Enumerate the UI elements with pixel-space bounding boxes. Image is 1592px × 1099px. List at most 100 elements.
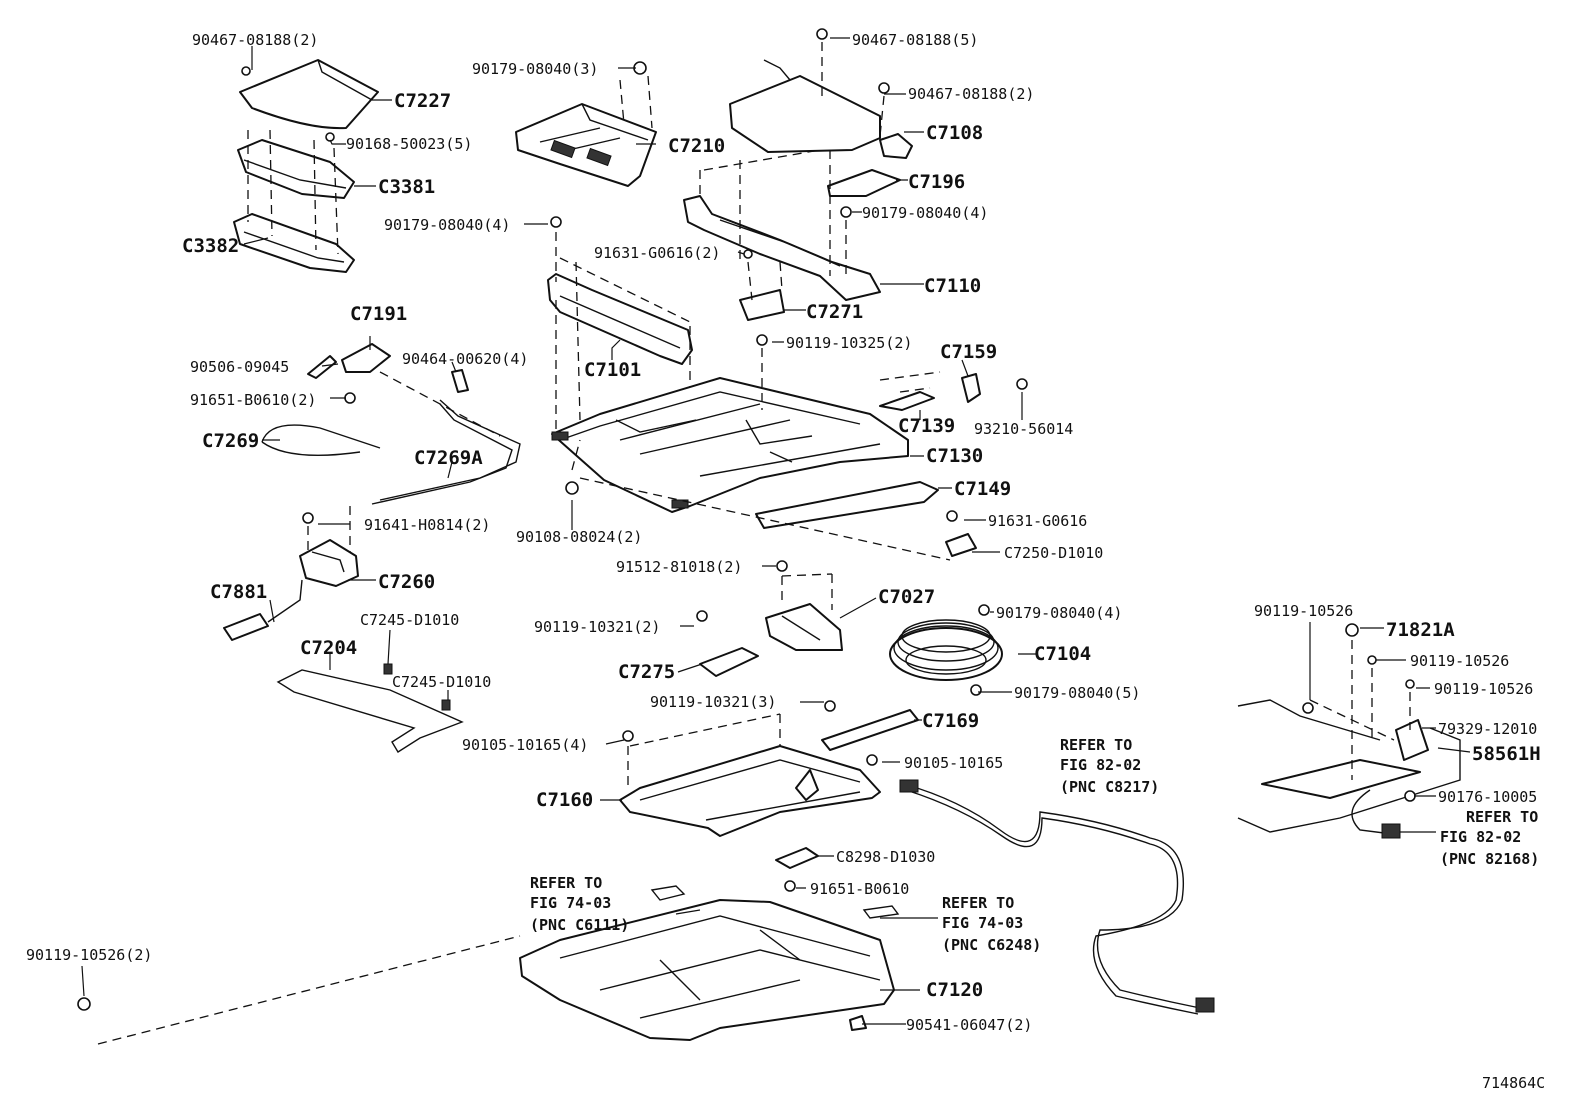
- label-C3381: C3381: [378, 176, 435, 198]
- label-91512-81018-2: 91512-81018(2): [616, 558, 742, 576]
- label-C7269A: C7269A: [414, 447, 483, 469]
- label-91631-G0616: 91631-G0616: [988, 512, 1087, 530]
- wire-harness: [899, 779, 1215, 1015]
- label-91631-G0616-2: 91631-G0616(2): [594, 244, 720, 262]
- label-C7210: C7210: [668, 135, 725, 157]
- track-fasteners: [565, 334, 951, 561]
- frame-long-guide: [77, 935, 521, 1045]
- refer-line-1: REFER TO: [942, 894, 1014, 912]
- leader-lines: [81, 37, 1471, 1025]
- part-C7881-handle: [223, 579, 303, 641]
- label-C7120: C7120: [926, 979, 983, 1001]
- right-inset-assembly: [1237, 623, 1461, 839]
- label-90467-08188-2: 90467-08188(2): [192, 31, 318, 49]
- label-C7227: C7227: [394, 90, 451, 112]
- refer-line-1: REFER TO: [1060, 736, 1132, 754]
- label-91641-H0814-2: 91641-H0814(2): [364, 516, 490, 534]
- part-C3381-trim: [237, 132, 355, 199]
- label-90467-08188-2b: 90467-08188(2): [908, 85, 1034, 103]
- label-C7027: C7027: [878, 586, 935, 608]
- refer-note-C6248: REFER TO FIG 74-03 (PNC C6248): [942, 894, 1041, 954]
- label-90179-08040-4: 90179-08040(4): [384, 216, 510, 234]
- refer-line-3: (PNC 82168): [1440, 850, 1539, 868]
- label-C7104: C7104: [1034, 643, 1091, 665]
- part-C7160-frame: [619, 713, 881, 837]
- part-C7275-bracket: [696, 610, 759, 677]
- label-90108-08024-2: 90108-08024(2): [516, 528, 642, 546]
- label-C7159: C7159: [940, 341, 997, 363]
- part-C7260-mechanism: [299, 512, 359, 587]
- refer-line-2: FIG 82-02: [1440, 828, 1521, 846]
- label-90506-09045: 90506-09045: [190, 358, 289, 376]
- label-91651-B0610-2: 91651-B0610(2): [190, 391, 316, 409]
- label-90179-08040-4b: 90179-08040(4): [862, 204, 988, 222]
- part-C7120-frame: [519, 885, 900, 1041]
- refer-line-1: REFER TO: [1466, 808, 1538, 826]
- refer-line-2: FIG 74-03: [942, 914, 1023, 932]
- part-C7250-bracket: [945, 510, 977, 557]
- label-90119-10526-c: 90119-10526: [1434, 680, 1533, 698]
- part-C7159-C7139-latch: [879, 373, 1028, 411]
- part-C7149-tube: [755, 481, 939, 529]
- refer-line-3: (PNC C6111): [530, 916, 629, 934]
- label-90105-10165-4: 90105-10165(4): [462, 736, 588, 754]
- part-C7110-bracket: [683, 149, 881, 301]
- label-C7108: C7108: [926, 122, 983, 144]
- part-C3382-trim: [233, 213, 355, 273]
- label-91651-B0610: 91651-B0610: [810, 880, 909, 898]
- label-90119-10526-b: 90119-10526: [1410, 652, 1509, 670]
- label-C7204: C7204: [300, 637, 357, 659]
- label-58561H: 58561H: [1472, 743, 1541, 765]
- label-C7160: C7160: [536, 789, 593, 811]
- label-C7271: C7271: [806, 301, 863, 323]
- refer-note-82168: REFER TO FIG 82-02 (PNC 82168): [1440, 808, 1539, 868]
- part-C7027-bracket: [765, 560, 843, 651]
- label-90119-10325-2: 90119-10325(2): [786, 334, 912, 352]
- part-C7130-track: [551, 377, 909, 513]
- label-C7881: C7881: [210, 581, 267, 603]
- label-C7101: C7101: [584, 359, 641, 381]
- label-90179-08040-5: 90179-08040(5): [1014, 684, 1140, 702]
- assembly-guides-topleft: [247, 129, 339, 255]
- label-90176-10005: 90176-10005: [1438, 788, 1537, 806]
- refer-line-2: FIG 82-02: [1060, 756, 1141, 774]
- part-C7108-cover: [729, 28, 913, 159]
- part-C7196-clip: [827, 169, 901, 197]
- figure-id: 714864C: [1482, 1074, 1545, 1092]
- label-90119-10321-3: 90119-10321(3): [650, 693, 776, 711]
- part-C7169-rail: [821, 700, 919, 751]
- label-C3382: C3382: [182, 235, 239, 257]
- refer-line-1: REFER TO: [530, 874, 602, 892]
- label-90179-08040-3: 90179-08040(3): [472, 60, 598, 78]
- part-C7227-cover: [239, 59, 379, 130]
- refer-note-C8217: REFER TO FIG 82-02 (PNC C8217): [1060, 736, 1159, 796]
- part-C7101-bracket: [547, 216, 693, 470]
- part-C7104-spring: [889, 604, 1003, 696]
- label-93210-56014: 93210-56014: [974, 420, 1073, 438]
- refer-line-3: (PNC C6248): [942, 936, 1041, 954]
- label-C7245-D1010b: C7245-D1010: [392, 673, 491, 691]
- refer-line-3: (PNC C8217): [1060, 778, 1159, 796]
- refer-note-C6111: REFER TO FIG 74-03 (PNC C6111): [530, 874, 629, 934]
- callout-labels: 90467-08188(2) C7227 90168-50023(5) C338…: [26, 31, 1541, 1034]
- label-90467-08188-5: 90467-08188(5): [852, 31, 978, 49]
- label-C7191: C7191: [350, 303, 407, 325]
- label-90541-06047-2: 90541-06047(2): [906, 1016, 1032, 1034]
- label-79329-12010: 79329-12010: [1438, 720, 1537, 738]
- label-90119-10526-a: 90119-10526: [1254, 602, 1353, 620]
- label-C7169: C7169: [922, 710, 979, 732]
- part-C7269-cable: [261, 399, 521, 570]
- label-90179-08040-4c: 90179-08040(4): [996, 604, 1122, 622]
- label-C7110: C7110: [924, 275, 981, 297]
- label-C7139: C7139: [898, 415, 955, 437]
- label-C7245-D1010a: C7245-D1010: [360, 611, 459, 629]
- part-C7210-bracket: [515, 61, 657, 187]
- refer-line-2: FIG 74-03: [530, 894, 611, 912]
- label-90105-10165: 90105-10165: [904, 754, 1003, 772]
- label-C7275: C7275: [618, 661, 675, 683]
- label-C7130: C7130: [926, 445, 983, 467]
- label-90119-10321-2: 90119-10321(2): [534, 618, 660, 636]
- label-C7196: C7196: [908, 171, 965, 193]
